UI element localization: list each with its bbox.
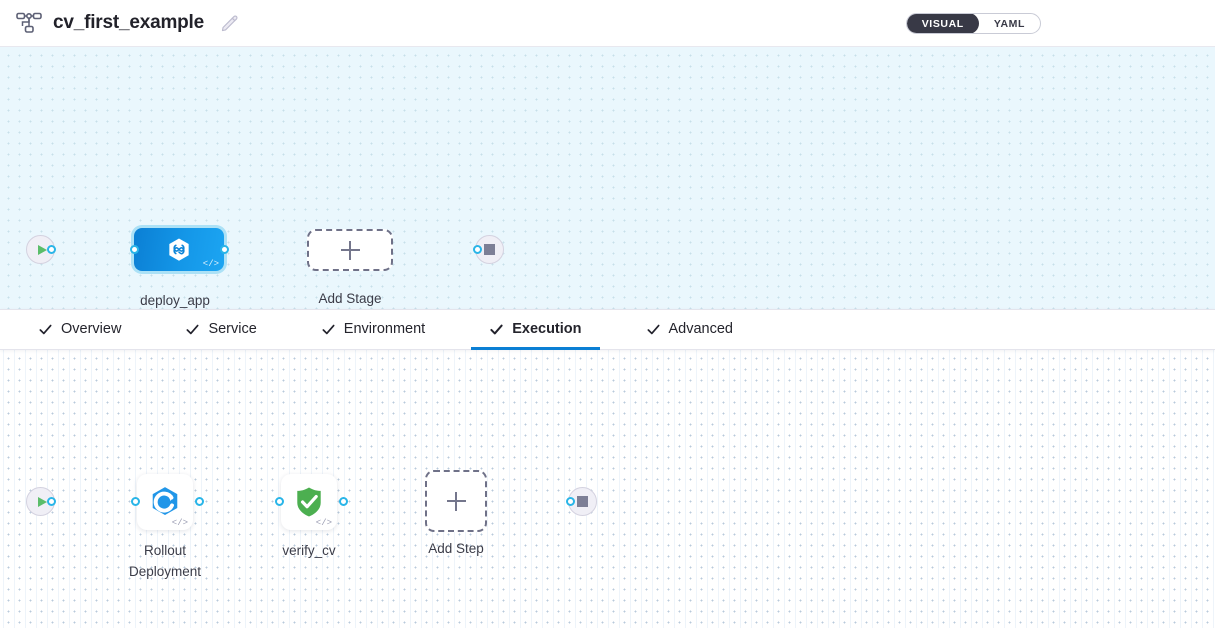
- plus-icon: [446, 491, 466, 511]
- tab-overview-label: Overview: [61, 321, 122, 338]
- tab-execution[interactable]: Execution: [471, 310, 600, 350]
- harness-deploy-icon: [169, 237, 189, 261]
- tab-service-label: Service: [208, 321, 257, 338]
- stage-code-badge: </>: [202, 259, 219, 269]
- stage-canvas[interactable]: </> deploy_app Add Stage: [0, 47, 1215, 309]
- play-icon: [37, 496, 47, 507]
- verify-inlet-port[interactable]: [275, 497, 284, 506]
- pencil-icon[interactable]: [220, 14, 239, 33]
- stage-config-tabs[interactable]: Overview Service Environment Execution A…: [0, 309, 1215, 350]
- check-icon: [39, 324, 52, 335]
- plus-icon: [340, 240, 360, 260]
- k8s-rollout-icon: [152, 487, 178, 516]
- stage-start-port[interactable]: [47, 245, 56, 254]
- tab-advanced-label: Advanced: [668, 321, 734, 338]
- stop-icon: [484, 244, 495, 255]
- execution-end-port[interactable]: [566, 497, 575, 506]
- add-stage-label: Add Stage: [318, 291, 382, 306]
- execution-canvas[interactable]: </> Rollout Deployment </> verify_cv Add…: [0, 350, 1215, 628]
- check-icon: [647, 324, 659, 335]
- add-step-button[interactable]: [425, 470, 487, 532]
- app-header: cv_first_example VISUAL YAML: [0, 0, 1215, 47]
- check-icon: [186, 324, 199, 335]
- header-left-group: cv_first_example: [16, 12, 239, 34]
- play-icon: [37, 244, 47, 255]
- green-shield-check-icon: [297, 487, 321, 517]
- rollout-inlet-port[interactable]: [131, 497, 140, 506]
- tab-service[interactable]: Service: [167, 310, 274, 349]
- stage-edges: [0, 47, 300, 197]
- execution-start-port[interactable]: [47, 497, 56, 506]
- toggle-yaml-button[interactable]: YAML: [979, 14, 1040, 33]
- stage-node-deploy-app[interactable]: </>: [134, 228, 224, 271]
- step-label-verify-cv: verify_cv: [282, 543, 336, 558]
- check-icon: [322, 324, 335, 335]
- step-label-rollout-deployment: Rollout Deployment: [128, 543, 202, 579]
- rollout-outlet-port[interactable]: [195, 497, 204, 506]
- page-title: cv_first_example: [53, 12, 205, 33]
- stage-node-inlet-port[interactable]: [130, 245, 139, 254]
- add-stage-button[interactable]: [307, 229, 393, 271]
- tab-overview[interactable]: Overview: [20, 310, 139, 349]
- view-mode-toggle[interactable]: VISUAL YAML: [905, 13, 1041, 34]
- stage-node-label: deploy_app: [140, 293, 210, 308]
- stage-node-outlet-port[interactable]: [220, 245, 229, 254]
- add-step-label: Add Step: [428, 541, 484, 556]
- tab-execution-label: Execution: [512, 321, 582, 338]
- tab-advanced[interactable]: Advanced: [628, 310, 752, 349]
- stop-icon: [577, 496, 588, 507]
- pipeline-icon: [16, 12, 42, 33]
- tab-environment-label: Environment: [343, 321, 426, 338]
- check-icon: [490, 324, 503, 335]
- step-node-rollout-deployment[interactable]: </>: [137, 474, 193, 530]
- stage-end-port[interactable]: [473, 245, 482, 254]
- step-node-verify-cv[interactable]: </>: [281, 474, 337, 530]
- tab-environment[interactable]: Environment: [303, 310, 443, 349]
- step-code-badge: </>: [171, 518, 188, 528]
- verify-outlet-port[interactable]: [339, 497, 348, 506]
- toggle-visual-button[interactable]: VISUAL: [906, 14, 979, 33]
- step-code-badge: </>: [315, 518, 332, 528]
